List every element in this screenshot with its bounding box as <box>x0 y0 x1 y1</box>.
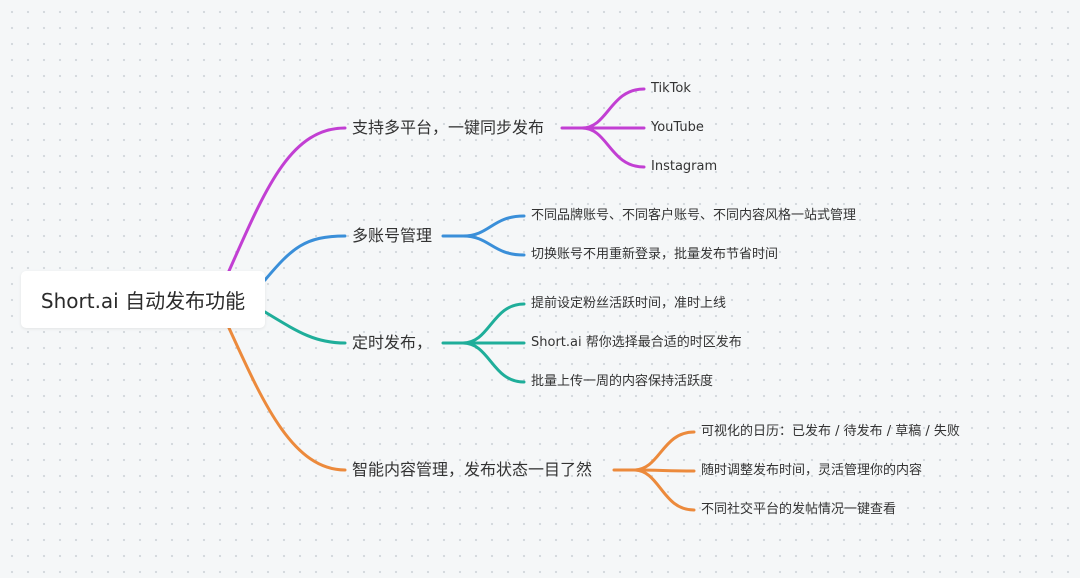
leaf-node-label: 切换账号不用重新登录，批量发布节省时间 <box>531 247 779 262</box>
leaf-node-label: 不同品牌账号、不同客户账号、不同内容风格一站式管理 <box>531 208 857 223</box>
branch-node-label: 多账号管理 <box>352 226 433 245</box>
leaf-node-tiktok[interactable]: TikTok <box>651 80 691 98</box>
connector-branch-2-leaf-2 <box>461 234 526 257</box>
branch-node-content-management[interactable]: 智能内容管理，发布状态一目了然 <box>352 460 592 480</box>
leaf-node-label: Short.ai 帮你选择最合适的时区发布 <box>531 335 742 350</box>
leaf-node-label: YouTube <box>651 120 704 135</box>
leaf-node-instagram[interactable]: Instagram <box>651 158 717 176</box>
root-node-label: Short.ai 自动发布功能 <box>40 289 246 313</box>
leaf-node-calendar[interactable]: 可视化的日历：已发布 / 待发布 / 草稿 / 失败 <box>701 423 960 441</box>
leaf-node-adjust-time[interactable]: 随时调整发布时间，灵活管理你的内容 <box>701 462 922 480</box>
branch-node-label: 定时发布， <box>352 333 433 352</box>
connector-branch-4-leaf-1 <box>632 430 696 472</box>
connector-branch-1-leaf-1 <box>580 87 646 130</box>
branch-node-label: 智能内容管理，发布状态一目了然 <box>352 460 593 479</box>
leaf-node-label: 提前设定粉丝活跃时间，准时上线 <box>531 296 727 311</box>
connector-branch-3-leaf-1 <box>461 302 526 345</box>
connector-root-branch-1 <box>227 126 347 273</box>
leaf-node-cross-platform-view[interactable]: 不同社交平台的发帖情况一键查看 <box>701 501 896 519</box>
leaf-node-switch-account[interactable]: 切换账号不用重新登录，批量发布节省时间 <box>531 246 778 264</box>
branch-node-scheduled-publish[interactable]: 定时发布， <box>352 333 432 353</box>
leaf-node-youtube[interactable]: YouTube <box>651 119 704 137</box>
leaf-node-label: 可视化的日历：已发布 / 待发布 / 草稿 / 失败 <box>701 424 960 439</box>
root-node[interactable]: Short.ai 自动发布功能 <box>21 271 265 328</box>
leaf-node-one-stop-management[interactable]: 不同品牌账号、不同客户账号、不同内容风格一站式管理 <box>531 207 856 225</box>
leaf-node-batch-upload[interactable]: 批量上传一周的内容保持活跃度 <box>531 373 713 391</box>
branch-node-label: 支持多平台，一键同步发布 <box>352 118 545 137</box>
connector-root-branch-3 <box>263 310 347 345</box>
leaf-node-label: 批量上传一周的内容保持活跃度 <box>531 374 714 389</box>
connector-root-branch-4 <box>227 326 347 472</box>
connector-branch-3-leaf-3 <box>461 341 526 384</box>
leaf-node-label: 随时调整发布时间，灵活管理你的内容 <box>701 463 923 478</box>
leaf-node-label: TikTok <box>651 81 691 96</box>
leaf-node-timezone[interactable]: Short.ai 帮你选择最合适的时区发布 <box>531 334 742 352</box>
connector-branch-1-leaf-3 <box>580 126 646 169</box>
connector-branch-2-leaf-1 <box>461 214 526 238</box>
connector-branch-4-leaf-3 <box>632 468 696 512</box>
leaf-node-label: Instagram <box>651 159 718 174</box>
leaf-node-fan-active-time[interactable]: 提前设定粉丝活跃时间，准时上线 <box>531 295 726 313</box>
leaf-node-label: 不同社交平台的发帖情况一键查看 <box>701 502 897 517</box>
branch-node-multi-platform[interactable]: 支持多平台，一键同步发布 <box>352 118 544 138</box>
branch-node-multi-account[interactable]: 多账号管理 <box>352 226 432 246</box>
connector-root-branch-2 <box>263 234 347 282</box>
